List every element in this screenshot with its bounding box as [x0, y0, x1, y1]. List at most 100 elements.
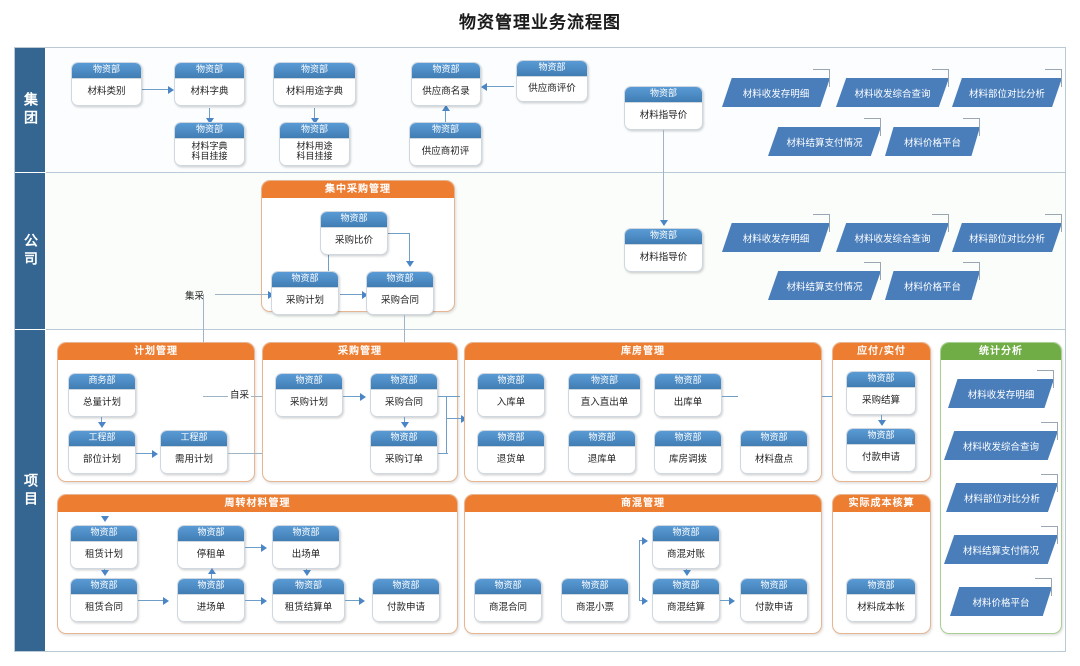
report-label: 材料价格平台	[972, 597, 1030, 609]
node-concrete-ticket[interactable]: 物资部 商混小票	[561, 578, 629, 622]
report-label: 材料收发存明细	[967, 389, 1035, 401]
node-dept-label: 物资部	[371, 374, 437, 390]
node-body-label: 采购计划	[289, 396, 328, 408]
node-lease-contract[interactable]: 物资部 租赁合同	[70, 578, 138, 622]
node-body-label: 入库单	[496, 396, 526, 408]
node-dept-label: 物资部	[847, 579, 915, 595]
node-material-usage-subject-link[interactable]: 物资部 材料用途 科目挂接	[279, 122, 350, 166]
node-lease-plan[interactable]: 物资部 租赁计划	[70, 525, 138, 569]
report-material-comprehensive-query-group[interactable]: 材料收发综合查询	[836, 69, 949, 107]
node-return-goods-receipt[interactable]: 物资部 退货单	[477, 430, 545, 474]
node-purchase-settlement[interactable]: 物资部 采购结算	[846, 371, 916, 415]
node-concrete-reconciliation[interactable]: 物资部 商混对账	[652, 525, 720, 569]
node-inbound-receipt[interactable]: 物资部 入库单	[477, 373, 545, 417]
arrow-exit-to-leasesettle	[302, 570, 311, 576]
node-payment-request-payable[interactable]: 物资部 付款申请	[846, 428, 916, 472]
node-supplier-directory[interactable]: 物资部 供应商名录	[411, 62, 481, 106]
arrow-total-to-position	[97, 422, 106, 428]
report-material-in-out-detail-group[interactable]: 材料收发存明细	[722, 69, 830, 107]
arrow-concretesettle-to-payment	[729, 596, 735, 605]
node-stop-lease-receipt[interactable]: 物资部 停租单	[177, 525, 245, 569]
node-supplier-initial-review[interactable]: 物资部 供应商初评	[409, 122, 482, 166]
report-material-position-compare-group[interactable]: 材料部位对比分析	[952, 69, 1062, 107]
node-body-label: 商混结算	[666, 601, 705, 613]
report-corner-icon	[813, 214, 830, 232]
node-total-quantity-plan[interactable]: 商务部 总量计划	[68, 373, 136, 417]
report-corner-icon	[963, 262, 980, 280]
connector-stoplease-to-exit	[245, 547, 263, 549]
report-material-comprehensive-query-project[interactable]: 材料收发综合查询	[944, 422, 1058, 460]
node-body-label: 付款申请	[754, 601, 793, 613]
node-purchase-contract-project[interactable]: 物资部 采购合同	[370, 373, 438, 417]
node-purchase-order[interactable]: 物资部 采购订单	[370, 430, 438, 474]
report-material-position-compare-project[interactable]: 材料部位对比分析	[946, 474, 1058, 512]
node-return-warehouse-receipt[interactable]: 物资部 退库单	[568, 430, 636, 474]
node-material-usage-dictionary[interactable]: 物资部 材料用途字典	[273, 62, 356, 106]
node-payment-request-concrete[interactable]: 物资部 付款申请	[740, 578, 808, 622]
report-material-price-platform-group[interactable]: 材料价格平台	[885, 118, 980, 156]
node-body-label: 采购合同	[380, 294, 419, 306]
connector-g8-g4	[445, 110, 447, 122]
node-material-dictionary[interactable]: 物资部 材料字典	[174, 62, 245, 106]
report-label: 材料结算支付情况	[962, 545, 1039, 557]
node-purchase-price-compare[interactable]: 物资部 采购比价	[320, 211, 388, 255]
node-demand-plan[interactable]: 工程部 需用计划	[160, 430, 228, 474]
node-material-category[interactable]: 物资部 材料类别	[71, 62, 142, 106]
report-material-price-platform-company[interactable]: 材料价格平台	[885, 262, 980, 300]
report-corner-icon	[864, 262, 881, 280]
node-body-label: 供应商名录	[422, 85, 470, 97]
node-outbound-receipt[interactable]: 物资部 出库单	[654, 373, 722, 417]
connector-purchase-right-1	[438, 396, 460, 398]
node-dept-label: 物资部	[72, 63, 141, 79]
report-corner-icon	[1041, 474, 1058, 492]
node-purchase-plan-project[interactable]: 物资部 采购计划	[275, 373, 343, 417]
arrow-stoplease-to-exit	[261, 543, 267, 552]
node-body-label: 出库单	[673, 396, 703, 408]
node-body-label: 租赁结算单	[284, 601, 333, 613]
node-body-label: 租赁计划	[84, 548, 123, 560]
node-material-cost-ledger[interactable]: 物资部 材料成本帐	[846, 578, 916, 622]
node-lease-settlement-receipt[interactable]: 物资部 租赁结算单	[272, 578, 345, 622]
node-dept-label: 物资部	[276, 374, 342, 390]
report-material-settlement-payment-company[interactable]: 材料结算支付情况	[768, 262, 881, 300]
node-material-dict-subject-link[interactable]: 物资部 材料字典 科目挂接	[174, 122, 245, 166]
node-enter-site-receipt[interactable]: 物资部 进场单	[177, 578, 245, 622]
report-material-in-out-detail-project[interactable]: 材料收发存明细	[948, 370, 1054, 408]
report-corner-icon	[813, 69, 830, 87]
arrow-g3-g7	[310, 118, 319, 124]
node-payment-request-turnover[interactable]: 物资部 付款申请	[372, 578, 440, 622]
edge-label-jicai: 集采	[185, 291, 205, 302]
report-material-price-platform-project[interactable]: 材料价格平台	[950, 578, 1052, 616]
node-body-label: 商混对账	[666, 548, 705, 560]
connector-purchase-right-2	[438, 453, 448, 455]
report-material-settlement-payment-project[interactable]: 材料结算支付情况	[944, 526, 1058, 564]
node-concrete-contract[interactable]: 物资部 商混合同	[474, 578, 542, 622]
node-material-inventory-count[interactable]: 物资部 材料盘点	[740, 430, 808, 474]
lane-separator-1	[46, 172, 1065, 173]
node-exit-site-receipt[interactable]: 物资部 出场单	[272, 525, 340, 569]
report-material-in-out-detail-company[interactable]: 材料收发存明细	[722, 214, 830, 252]
report-body: 材料收发综合查询	[944, 431, 1058, 460]
node-supplier-evaluation[interactable]: 物资部 供应商评价	[516, 60, 588, 102]
report-material-settlement-payment-group[interactable]: 材料结算支付情况	[768, 118, 881, 156]
panel-title: 统计分析	[941, 343, 1061, 360]
node-dept-label: 物资部	[475, 579, 541, 595]
node-warehouse-transfer[interactable]: 物资部 库房调拨	[654, 430, 722, 474]
node-position-plan[interactable]: 工程部 部位计划	[68, 430, 136, 474]
report-label: 材料部位对比分析	[963, 493, 1040, 505]
node-material-guide-price-company[interactable]: 物资部 材料指导价	[624, 228, 703, 272]
node-body-label: 出场单	[291, 548, 321, 560]
report-body: 材料部位对比分析	[952, 223, 1062, 252]
node-dept-label: 物资部	[273, 526, 339, 542]
node-concrete-settlement[interactable]: 物资部 商混结算	[652, 578, 720, 622]
report-corner-icon	[963, 118, 980, 136]
node-direct-in-out-receipt[interactable]: 物资部 直入直出单	[568, 373, 641, 417]
report-material-position-compare-company[interactable]: 材料部位对比分析	[952, 214, 1062, 252]
node-purchase-contract-company[interactable]: 物资部 采购合同	[366, 271, 434, 315]
arrow-leaseplan-to-contract	[100, 570, 109, 576]
report-material-comprehensive-query-company[interactable]: 材料收发综合查询	[836, 214, 949, 252]
report-corner-icon	[1041, 422, 1058, 440]
node-material-guide-price-group[interactable]: 物资部 材料指导价	[624, 86, 703, 130]
node-purchase-plan-company[interactable]: 物资部 采购计划	[271, 271, 339, 315]
node-body-label: 材料指导价	[639, 109, 688, 121]
